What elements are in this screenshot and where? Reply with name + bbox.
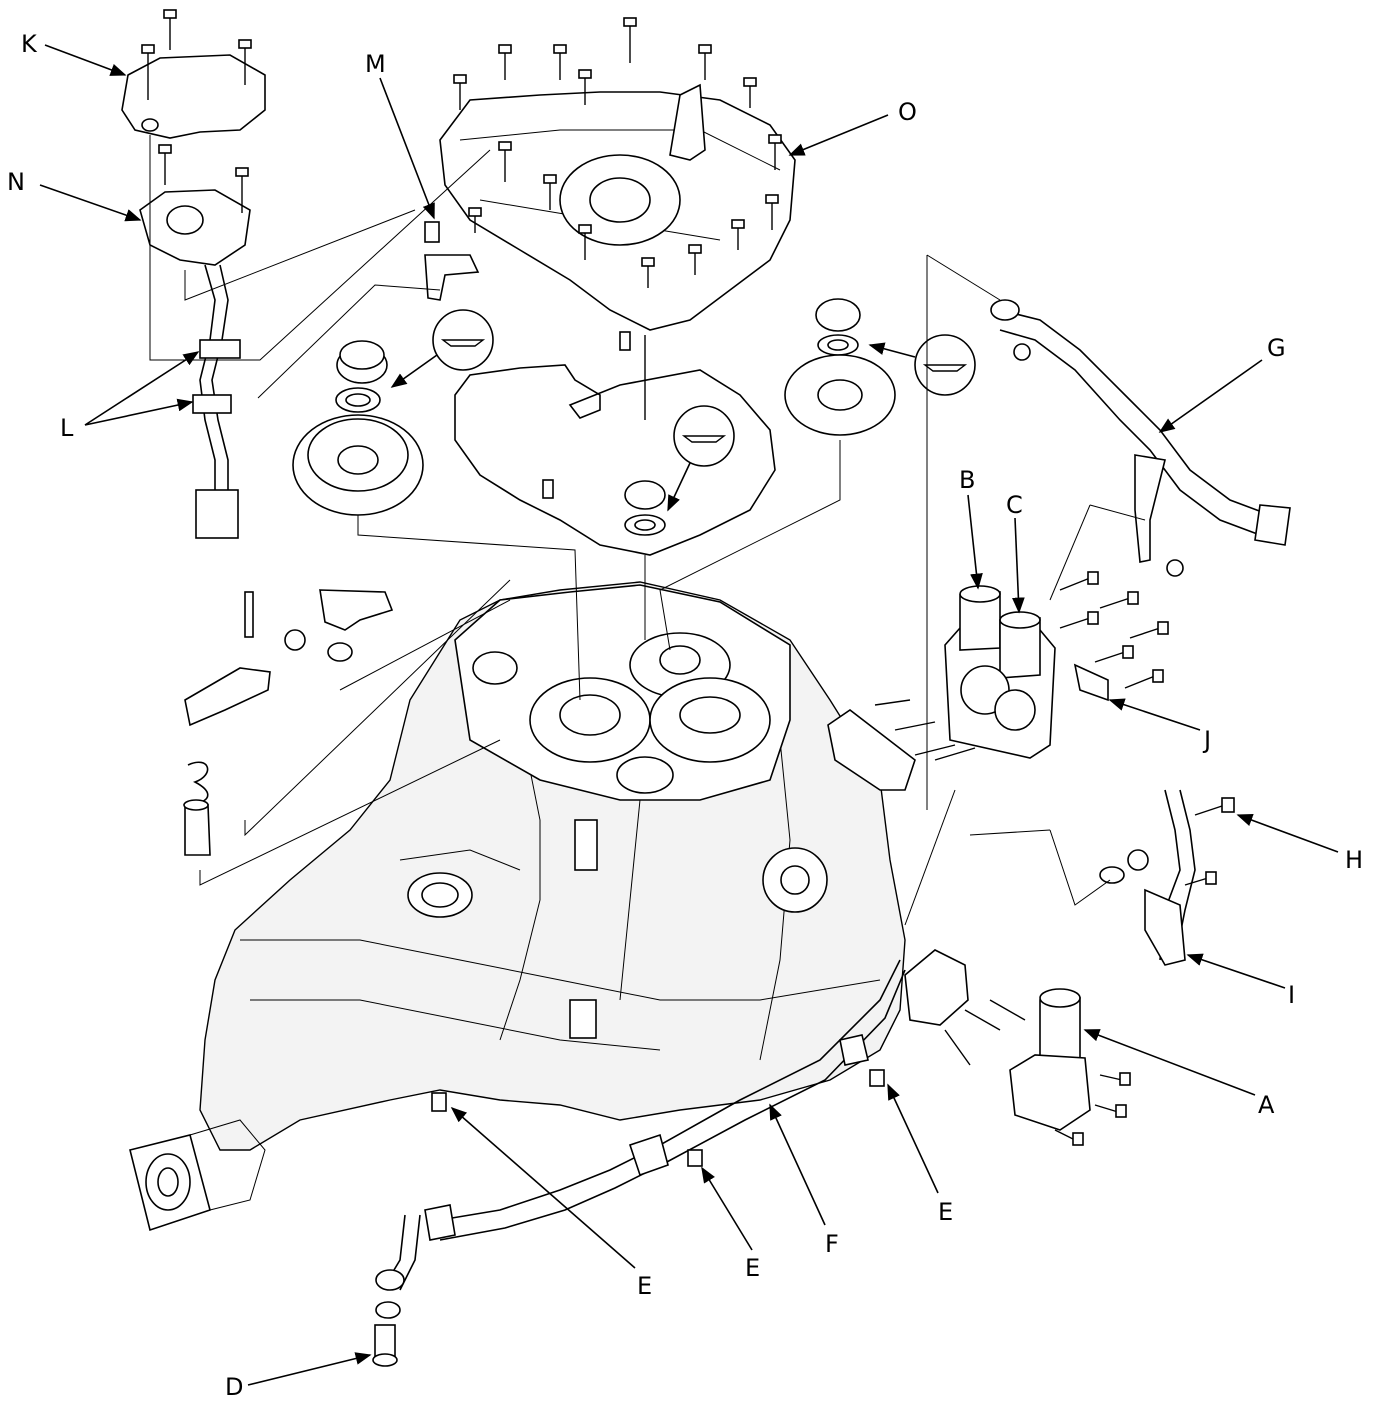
banjo-bolt-d	[372, 1269, 405, 1367]
label-arrows	[39, 44, 1339, 1386]
label-d: D	[225, 1373, 243, 1401]
gasket-plate	[827, 709, 916, 791]
solenoid-a	[904, 949, 1131, 1146]
cooler-pipe-f	[384, 959, 906, 1291]
label-g: G	[1267, 334, 1286, 362]
label-m: M	[365, 50, 386, 78]
right-gear-assembly	[784, 298, 896, 436]
label-b: B	[959, 466, 975, 494]
label-c: C	[1006, 491, 1023, 519]
end-cover	[439, 83, 796, 331]
speed-sensor-n	[139, 144, 251, 266]
solenoid-body-bc	[944, 585, 1056, 759]
replace-part-icon	[390, 309, 494, 388]
bolts-e	[431, 1069, 885, 1167]
label-n: N	[7, 168, 25, 196]
left-gear-assembly	[292, 340, 424, 516]
label-e-middle: E	[745, 1254, 760, 1282]
label-h: H	[1345, 846, 1363, 874]
label-a: A	[1258, 1091, 1275, 1119]
cover-gasket	[454, 364, 776, 556]
cover-bolts	[453, 17, 782, 288]
replace-part-icon	[667, 405, 735, 512]
label-o: O	[898, 98, 917, 126]
label-i: I	[1288, 981, 1295, 1009]
sensor-cover	[121, 9, 266, 139]
label-e-right: E	[938, 1198, 953, 1226]
pipe-joint-hi	[1099, 789, 1235, 966]
label-l: L	[60, 414, 74, 442]
wire-harness	[192, 264, 241, 539]
replace-part-icon	[868, 334, 976, 396]
label-e-left: E	[637, 1272, 652, 1300]
atf-pipe-g	[990, 299, 1291, 577]
bracket-m	[424, 221, 480, 301]
label-f: F	[825, 1230, 839, 1258]
transmission-housing	[129, 581, 906, 1232]
center-seal	[624, 480, 666, 536]
solenoid-bolts	[874, 571, 1169, 761]
assembly-leader-lines	[149, 135, 1146, 926]
shift-parts	[183, 589, 394, 856]
label-k: K	[21, 30, 38, 58]
label-j: J	[1202, 726, 1211, 754]
